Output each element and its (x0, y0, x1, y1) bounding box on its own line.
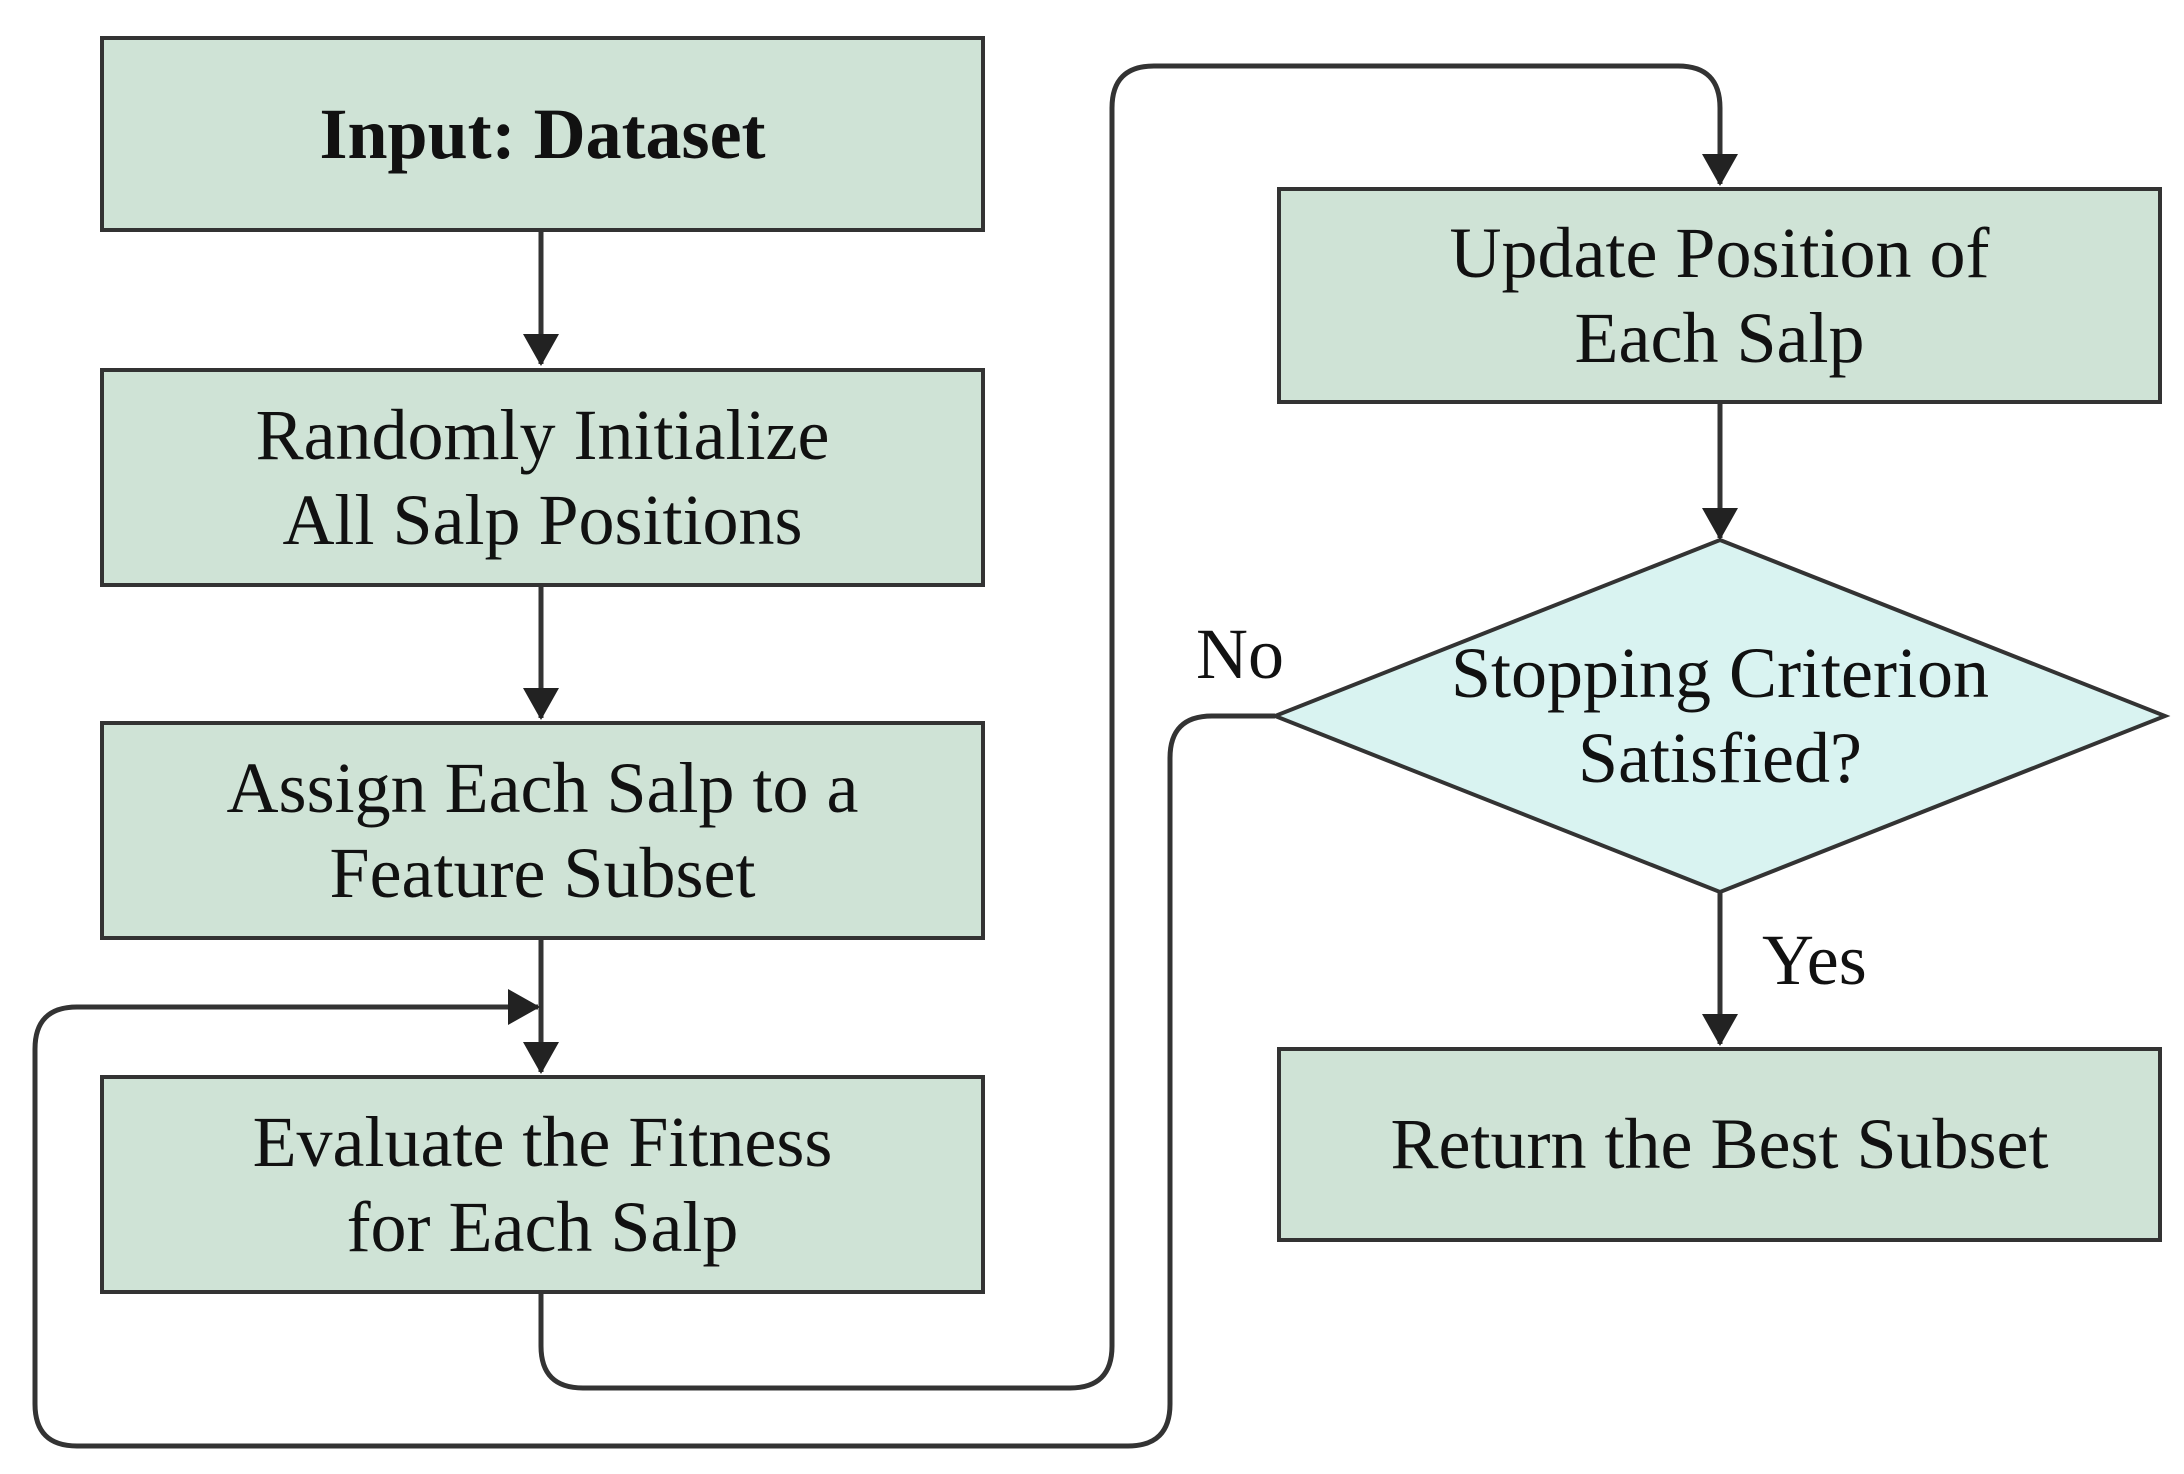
arrowhead-update-to-decision (1702, 508, 1738, 540)
arrow-evaluate-to-update (538, 63, 1723, 1391)
arrowhead-decision-to-evaluate-loop (508, 989, 540, 1025)
update-position-box: Update Position of Each Salp (1277, 187, 2162, 404)
return-best-subset-label: Return the Best Subset (1390, 1104, 2049, 1185)
evaluate-fitness-label: Evaluate the Fitness for Each Salp (252, 1101, 833, 1267)
assign-subset-box: Assign Each Salp to a Feature Subset (100, 721, 985, 940)
assign-subset-label: Assign Each Salp to a Feature Subset (226, 747, 859, 913)
arrowhead-decision-to-result (1702, 1014, 1738, 1046)
arrowhead-input-to-init (523, 334, 559, 366)
return-best-subset-box: Return the Best Subset (1277, 1047, 2162, 1242)
input-dataset-box: Input: Dataset (100, 36, 985, 232)
arrow-decision-to-evaluate-loop (32, 713, 1275, 1449)
edge-label-no: No (1196, 614, 1284, 694)
update-position-label: Update Position of Each Salp (1449, 212, 1990, 378)
edge-label-yes: Yes (1762, 920, 1867, 1000)
arrowhead-assign-to-evaluate (523, 1042, 559, 1074)
initialize-positions-box: Randomly Initialize All Salp Positions (100, 368, 985, 587)
stopping-criterion-decision: Stopping Criterion Satisfied? (1395, 616, 2045, 816)
evaluate-fitness-box: Evaluate the Fitness for Each Salp (100, 1075, 985, 1294)
input-dataset-label: Input: Dataset (319, 93, 766, 174)
initialize-positions-label: Randomly Initialize All Salp Positions (255, 394, 830, 560)
arrowhead-evaluate-to-update (1702, 154, 1738, 186)
arrowhead-init-to-assign (523, 688, 559, 720)
stopping-criterion-label: Stopping Criterion Satisfied? (1451, 633, 1989, 798)
